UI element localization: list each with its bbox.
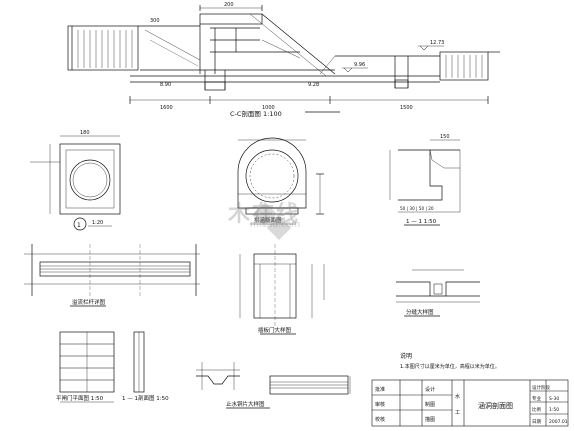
- detail-marker: 1: [77, 222, 81, 229]
- tb-scale-value: 1:50: [549, 407, 559, 413]
- step-detail-title: 1 — 1 1:50: [406, 219, 437, 225]
- tb-major-label: 专业: [532, 395, 541, 402]
- watermark-text: 木在线: [228, 202, 301, 227]
- step-detail-section: [389, 139, 461, 226]
- elev-4: 8.90: [160, 82, 171, 88]
- tb-date-value: 2007.01: [549, 419, 568, 425]
- flat-gate-section-title: 1 — 1剖面图 1:50: [122, 394, 169, 402]
- detail-scale: 1:20: [92, 220, 103, 226]
- box-culvert-section: [30, 135, 121, 231]
- title-block: [371, 379, 569, 427]
- dim-span-mid: 1000: [262, 105, 275, 111]
- grate-detail: [239, 244, 325, 335]
- tb-side-1: 水: [455, 393, 460, 400]
- dim-span-right: 1500: [400, 105, 413, 111]
- tb-trace: 描图: [425, 416, 435, 423]
- tb-date-label: 日期: [532, 419, 541, 425]
- tb-draw: 制图: [425, 401, 435, 408]
- arch-culvert-section: [237, 137, 324, 225]
- seal-detail-title: 止水铜片大样图: [226, 400, 265, 408]
- joint-detail: [396, 269, 480, 317]
- dim-step-parts: 50 | 30 | 50 | 20: [400, 206, 434, 211]
- elev-3: 9.28: [308, 82, 319, 88]
- elev-1: 12.73: [430, 40, 444, 46]
- notes-line: 1.本图尺寸以厘米为单位，高程以米为单位。: [400, 363, 500, 370]
- dim-step-width: 150: [440, 134, 450, 140]
- grate-title: 插板门大样图: [258, 326, 292, 334]
- main-section-title: C-C剖面图 1:100: [230, 109, 282, 118]
- tb-design: 设计: [425, 386, 435, 393]
- tb-drawing-name: 涵洞剖面图: [478, 401, 513, 410]
- watermark-sub: mfcad.com: [250, 220, 301, 230]
- dim-pipe-width: 180: [80, 130, 90, 136]
- dim-top-mid: 200: [224, 2, 234, 8]
- tb-side-2: 工: [455, 410, 460, 416]
- pipe-section-title: 拱涵断面图: [254, 216, 282, 224]
- notes-label: 说明: [400, 352, 412, 360]
- tb-approve: 批准: [375, 386, 385, 393]
- main-section-drawing: [67, 5, 500, 113]
- grille-detail: [24, 244, 200, 307]
- flat-gate-plan-title: 平闸门平面图 1:50: [56, 394, 104, 402]
- tb-stage-label: 设计阶段: [532, 384, 550, 391]
- seal-detail: [196, 362, 351, 409]
- joint-detail-title: 分缝大样图: [406, 308, 434, 316]
- elev-2: 9.96: [354, 62, 365, 68]
- tb-scale-label: 比例: [532, 406, 541, 413]
- tb-review: 审核: [375, 401, 385, 408]
- tb-check: 校核: [375, 416, 385, 423]
- dim-top-left: 300: [150, 18, 160, 24]
- dim-span-left: 1600: [160, 105, 173, 111]
- flat-gate-plan: [59, 331, 145, 403]
- grille-title: 溢流栏杆详图: [72, 298, 106, 306]
- tb-sheet-no: S-30: [549, 396, 559, 402]
